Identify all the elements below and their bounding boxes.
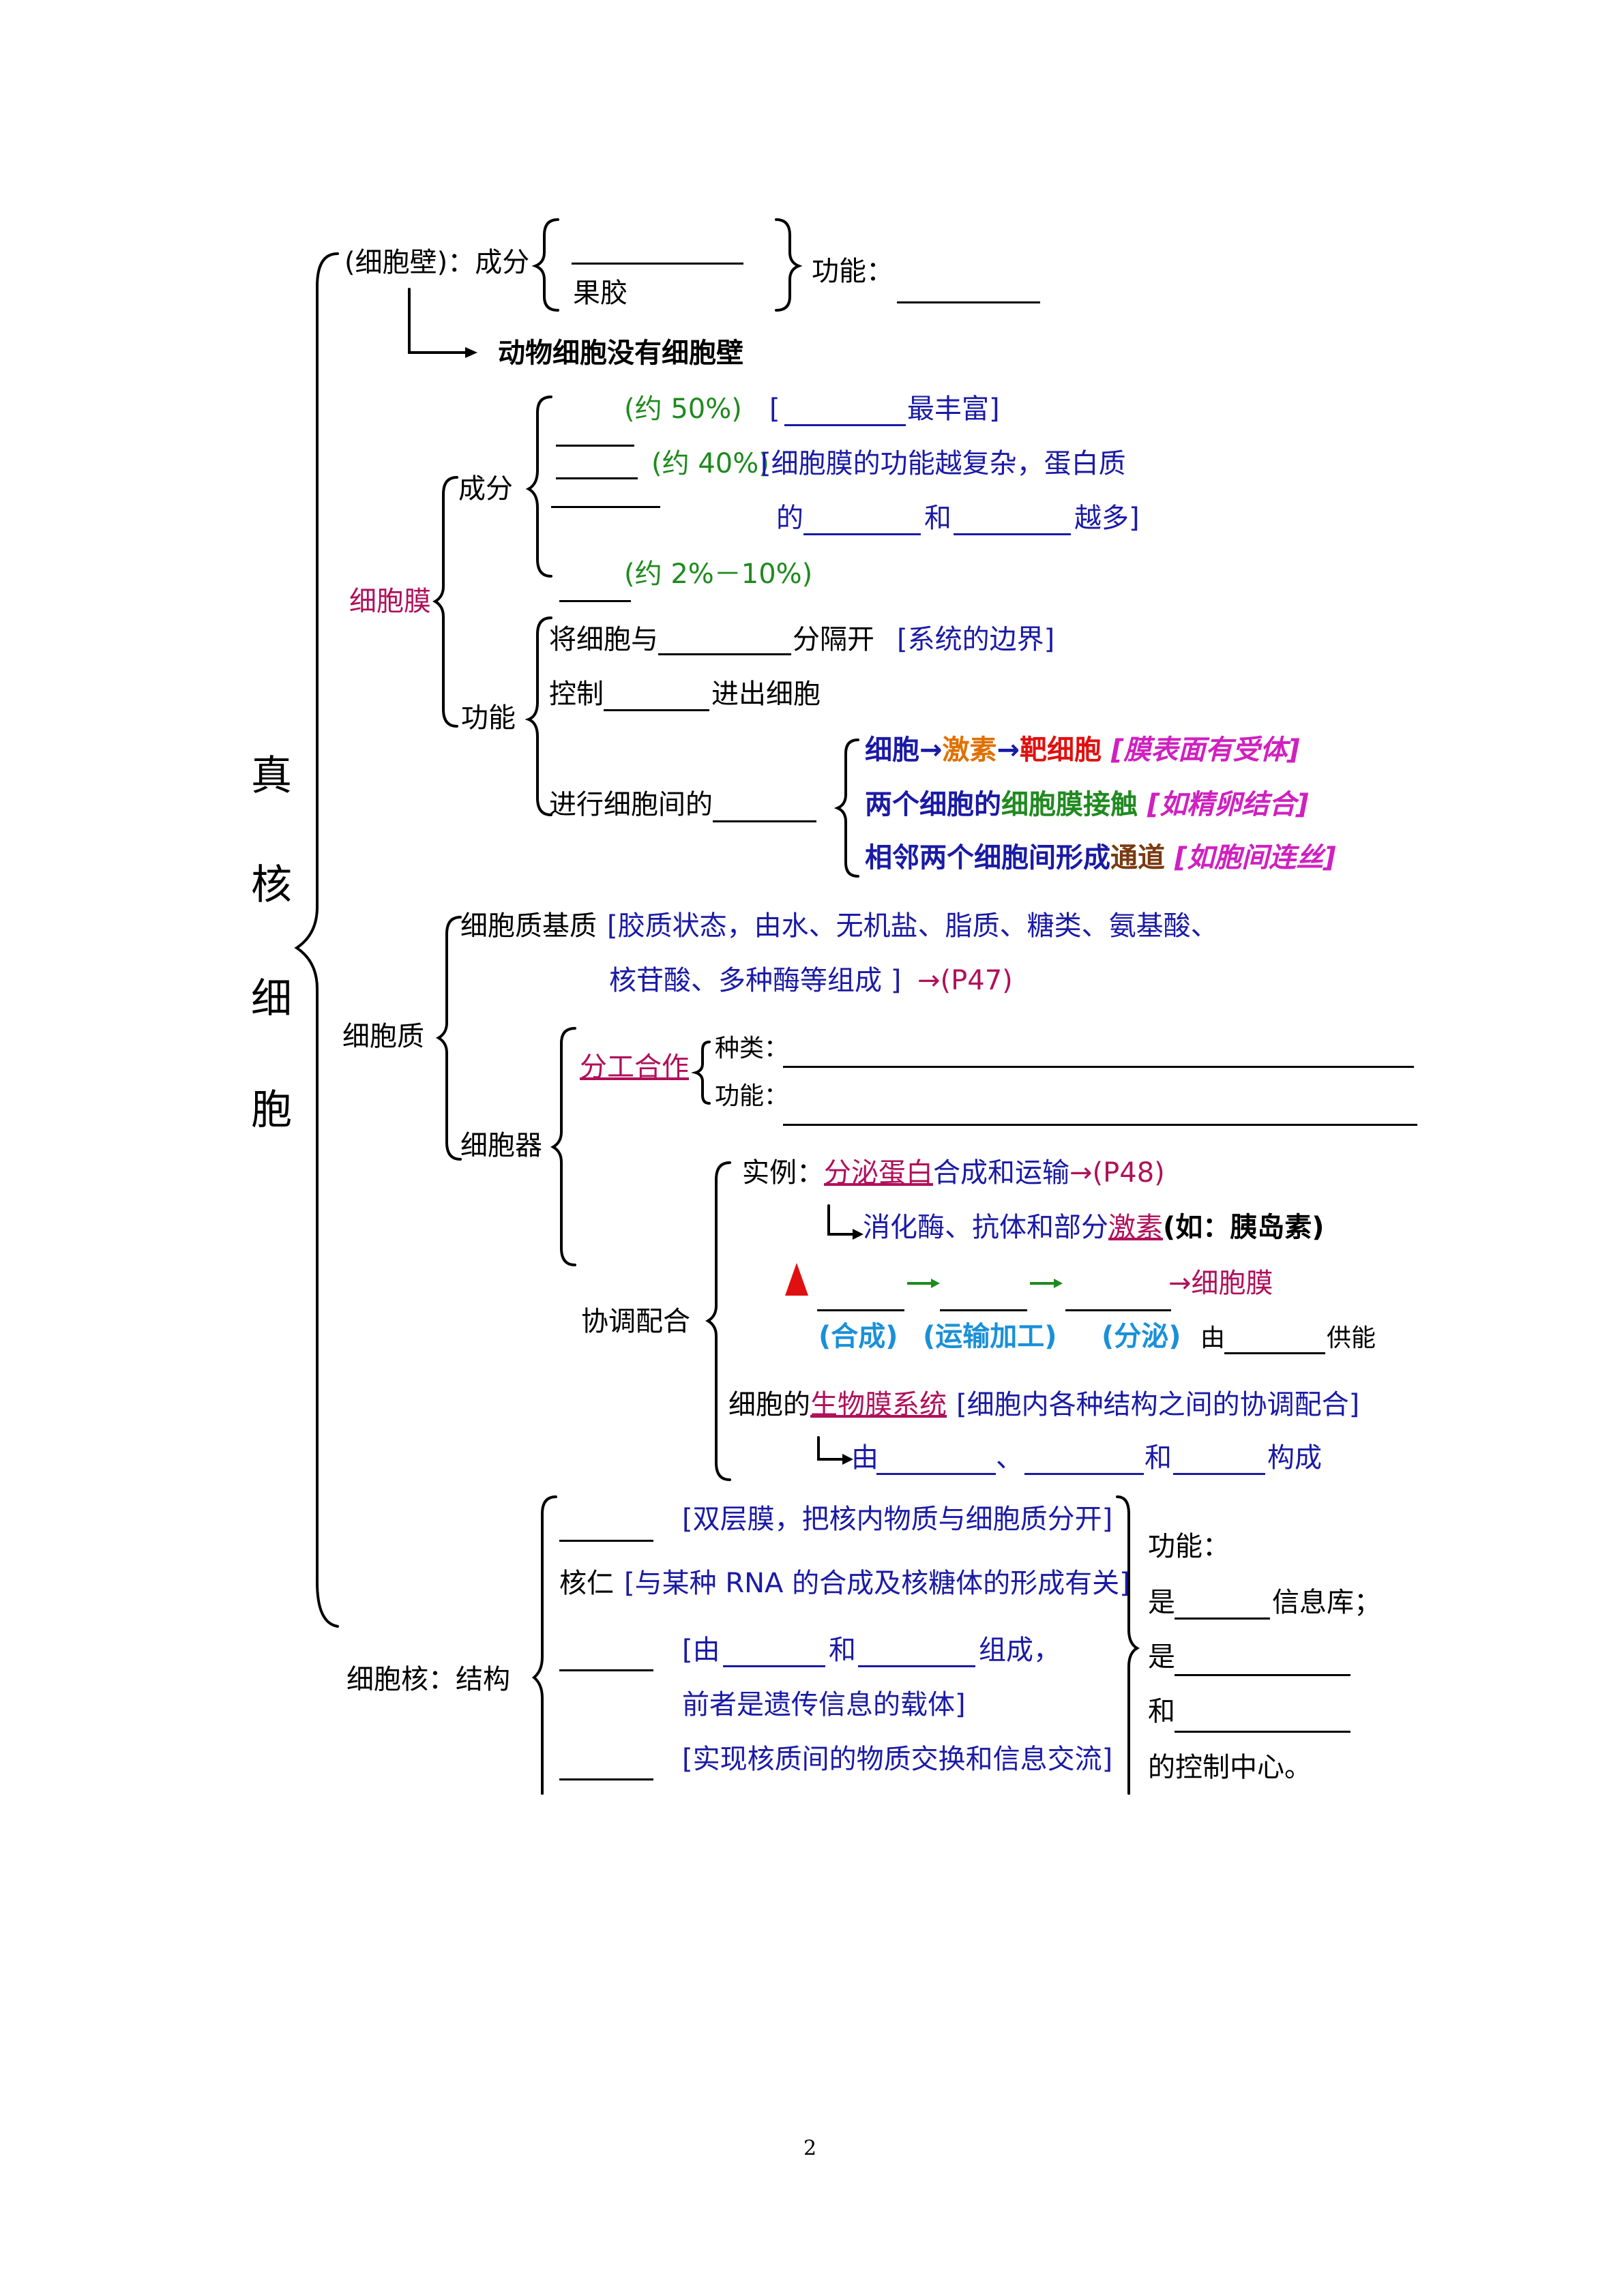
matrix-label: 细胞质基质: [460, 910, 597, 942]
composition-2-note-b1: 的: [776, 503, 803, 534]
nucleus-structure-2: 核仁: [559, 1568, 614, 1599]
nucleus-blank-3: [559, 1669, 653, 1671]
composition-2-note-a: [细胞膜的功能越复杂，蛋白质: [761, 448, 1126, 479]
example-line: 实例：分泌蛋白合成和运输→(P48): [742, 1157, 1165, 1189]
cytoplasm-label: 细胞质: [342, 1021, 424, 1052]
system-d: 构成: [1267, 1442, 1322, 1474]
division-label: 分工合作: [580, 1052, 689, 1083]
composition-blank-2: [556, 477, 638, 479]
nucleus-function-1-a: 是: [1148, 1587, 1175, 1618]
flow-blank-1: [817, 1309, 904, 1311]
nucleus-blank-1: [559, 1540, 653, 1542]
wall-note: 动物细胞没有细胞壁: [498, 338, 743, 369]
flow-step-1: (合成): [818, 1321, 898, 1352]
matrix-note-b: 核苷酸、多种酶等组成 ]: [609, 965, 902, 996]
nucleus-function-blank-3: [1175, 1731, 1350, 1733]
function-1-note: [系统的边界]: [897, 624, 1055, 655]
organelle-function-blank: [783, 1124, 1417, 1126]
root-title-char: 细: [251, 975, 292, 1023]
nucleus-function-1-b: 信息库；: [1272, 1587, 1381, 1618]
composition-1-note: 最丰富: [907, 393, 989, 425]
nucleus-function-3: 和: [1148, 1696, 1175, 1727]
wall-label: (细胞壁)：成分: [344, 247, 530, 278]
nucleus-structure-4-note: [实现核质间的物质交换和信息交流]: [682, 1744, 1113, 1775]
nucleus-structure-3-blank-a: [723, 1665, 825, 1667]
function-2-blank: [604, 709, 709, 711]
wall-function-label: 功能：: [812, 256, 894, 287]
nucleus-structure-3-a2: 和: [829, 1635, 856, 1666]
communication-1: 细胞→激素→靶细胞[膜表面有受体]: [865, 734, 1300, 766]
function-3-blank: [713, 820, 816, 822]
function-1-blank: [658, 653, 791, 655]
membrane-label: 细胞膜: [349, 586, 431, 617]
matrix-ref: →(P47): [917, 965, 1013, 996]
composition-2-blank-b: [954, 533, 1071, 535]
system-blank-1: [876, 1473, 996, 1475]
nucleus-function-blank-2: [1175, 1674, 1350, 1676]
energy-blank: [1224, 1352, 1325, 1354]
system-blank-3: [1173, 1473, 1265, 1475]
composition-2-pct: (约 40%): [651, 448, 769, 479]
flow-blank-2: [940, 1309, 1027, 1311]
composition-1-note-blank: [784, 424, 906, 426]
composition-blank-3: [551, 506, 660, 508]
function-3: 进行细胞间的: [549, 789, 713, 820]
wall-blank: [572, 263, 743, 265]
nucleus-function-4: 的控制中心。: [1148, 1752, 1312, 1783]
composition-1-pct: (约 50%): [624, 393, 742, 425]
function-1-b: 分隔开: [793, 624, 874, 655]
root-title-char: 胞: [251, 1086, 292, 1134]
nucleus-structure-3-a1: [由: [682, 1635, 720, 1666]
system-line: 细胞的生物膜系统[细胞内各种结构之间的协调配合]: [728, 1389, 1360, 1420]
composition-blank-4: [559, 600, 631, 602]
nucleus-structure-3-blank-b: [858, 1665, 975, 1667]
system-c: 由: [851, 1442, 879, 1474]
flow-step-3: (分泌): [1102, 1321, 1181, 1352]
membrane-function-label: 功能: [461, 702, 516, 734]
flow-blank-3: [1065, 1309, 1171, 1311]
nucleus-structure-2-note: [与某种 RNA 的合成及核糖体的形成有关]: [624, 1568, 1130, 1599]
kind-label: 种类：: [715, 1034, 789, 1062]
organelle-function-label: 功能：: [715, 1082, 789, 1110]
communication-3: 相邻两个细胞间形成通道[如胞间连丝]: [865, 842, 1336, 874]
matrix-note-a: [胶质状态，由水、无机盐、脂质、糖类、氨基酸、: [607, 910, 1218, 942]
wall-pectin: 果胶: [573, 278, 628, 309]
coordination-label: 协调配合: [581, 1306, 690, 1337]
system-sep-1: 、: [996, 1442, 1023, 1474]
system-blank-2: [1024, 1473, 1144, 1475]
flow-end: →细胞膜: [1168, 1268, 1273, 1299]
organelle-label: 细胞器: [460, 1130, 542, 1161]
energy-a: 由: [1200, 1324, 1226, 1352]
nucleus-structure-3-b: 前者是遗传信息的载体]: [682, 1689, 966, 1720]
flow-step-2: (运输加工): [923, 1321, 1057, 1352]
page-number: 2: [803, 2136, 817, 2160]
function-2-b: 进出细胞: [711, 679, 821, 710]
communication-2: 两个细胞的细胞膜接触[如精卵结合]: [865, 789, 1309, 820]
root-title-char: 核: [251, 861, 292, 909]
nucleus-function-label: 功能：: [1148, 1531, 1230, 1562]
membrane-composition-label: 成分: [458, 473, 513, 505]
composition-2-note-b2: 和: [924, 503, 951, 534]
nucleus-blank-4: [559, 1778, 653, 1780]
system-sep-2: 和: [1145, 1442, 1172, 1474]
composition-3-pct: (约 2%－10%): [624, 558, 813, 590]
nucleus-label: 细胞核：结构: [346, 1664, 510, 1695]
nucleus-function-blank-1: [1175, 1617, 1270, 1620]
products-line: 消化酶、抗体和部分激素(如：胰岛素): [863, 1212, 1325, 1243]
function-1-a: 将细胞与: [549, 624, 658, 655]
composition-2-blank-a: [803, 533, 921, 535]
nucleus-structure-1-note: [双层膜，把核内物质与细胞质分开]: [682, 1504, 1113, 1535]
nucleus-function-2: 是: [1148, 1641, 1175, 1673]
energy-b: 供能: [1327, 1324, 1376, 1352]
function-2-a: 控制: [549, 679, 604, 710]
composition-2-note-b3: 越多]: [1074, 503, 1140, 534]
composition-blank-1: [556, 445, 634, 447]
nucleus-structure-3-a3: 组成，: [979, 1635, 1061, 1666]
kind-blank: [783, 1066, 1414, 1068]
root-title-char: 真: [251, 752, 292, 800]
wall-function-blank: [897, 301, 1040, 303]
